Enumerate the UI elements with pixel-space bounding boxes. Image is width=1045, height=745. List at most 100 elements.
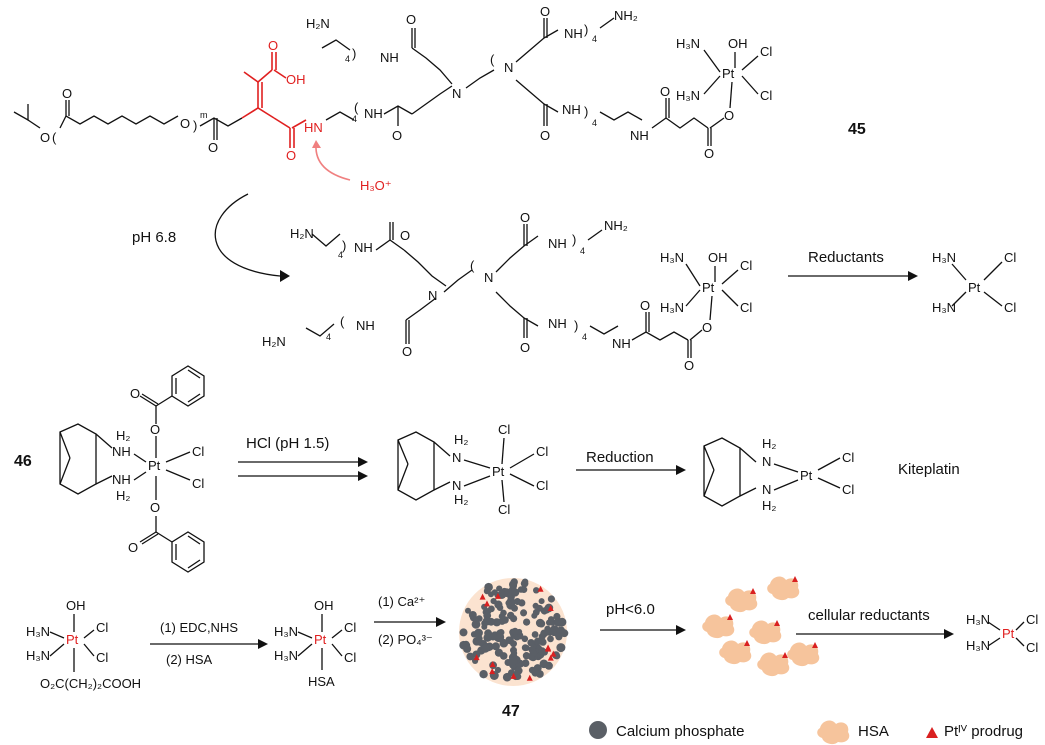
atom-o: O (540, 4, 550, 19)
atom-o: O (660, 84, 670, 99)
hcl-label: HCl (pH 1.5) (246, 435, 329, 452)
ph-acid-label: pH<6.0 (606, 601, 655, 618)
reductants-arrow-head (908, 271, 918, 281)
atom-hn: NH (562, 102, 581, 117)
edc-arrow-head (258, 639, 268, 649)
repeat-4: 4 (592, 118, 597, 128)
cisplatin-structure-2: H₃N H₃N Pt Cl Cl (966, 612, 1038, 655)
atom-hn: NH (380, 50, 399, 65)
calcium-phosphate-sphere (468, 611, 477, 619)
atom-n: N (484, 270, 493, 285)
bracket-close: ) (584, 22, 588, 37)
bracket-close: ) (352, 46, 356, 61)
calcium-phosphate-sphere (471, 619, 481, 629)
repeat-4: 4 (326, 332, 331, 342)
calcium-phosphate-sphere (474, 628, 483, 637)
calcium-phosphate-sphere (547, 635, 554, 643)
bracket-open: ( (470, 258, 475, 273)
atom-nh: NH (112, 472, 131, 487)
atom-h3n: H₃N (966, 638, 990, 653)
atom-cl: Cl (498, 422, 510, 437)
cisplatin-structure-1: H₃N H₃N Pt Cl Cl (932, 250, 1016, 315)
atom-hn: NH (354, 240, 373, 255)
calcium-phosphate-sphere (488, 591, 494, 598)
hsa-step-label: (2) HSA (166, 652, 213, 667)
prodrug-marker (547, 654, 554, 661)
atom-h3n: H₃N (26, 648, 50, 663)
ph-curved-arrow (214, 193, 281, 277)
atom-nh: NH (112, 444, 131, 459)
calcium-phosphate-sphere (535, 618, 545, 628)
released-hsa-prodrug (702, 576, 820, 677)
atom-h2: H₂ (762, 436, 776, 451)
calcium-phosphate-sphere (534, 637, 542, 645)
atom-o: O (392, 128, 402, 143)
atom-cl: Cl (1004, 300, 1016, 315)
repeat-m: m (200, 110, 208, 120)
atom-o: O (400, 228, 410, 243)
kiteplatin-label: Kiteplatin (898, 461, 960, 478)
calcium-phosphate-sphere (532, 602, 539, 610)
calcium-phosphate-sphere (531, 631, 539, 638)
atom-o: O (724, 108, 734, 123)
repeat-4: 4 (345, 54, 350, 64)
calcium-phosphate-sphere (540, 649, 547, 656)
calcium-phosphate-sphere (465, 607, 471, 614)
calcium-phosphate-sphere (499, 652, 508, 660)
bracket-open: ( (52, 130, 57, 145)
atom-cl: Cl (96, 650, 108, 665)
atom-o: O (208, 140, 218, 155)
calcium-phosphate-sphere (523, 618, 531, 626)
attack-arrow-head (312, 140, 321, 148)
atom-h2: H₂ (454, 492, 468, 507)
atom-h2: H₂ (116, 488, 130, 503)
bracket-close: ) (584, 104, 588, 119)
atom-pt: Pt (492, 464, 505, 479)
calcium-phosphate-sphere (459, 628, 468, 637)
atom-hn: NH (548, 236, 567, 251)
hcl-arrow-head-2 (358, 471, 368, 481)
attack-arrow (315, 144, 351, 181)
atom-n: N (762, 482, 771, 497)
atom-o: O (62, 86, 72, 101)
calcium-phosphate-sphere (518, 599, 526, 607)
atom-h2n: H₂N (290, 226, 314, 241)
reduction-label: Reduction (586, 449, 654, 466)
compound-label-47: 47 (502, 703, 520, 720)
compound-label-45: 45 (848, 121, 866, 138)
bracket-open: ( (354, 100, 359, 115)
prodrug-marker (782, 652, 788, 658)
atom-o: O (520, 340, 530, 355)
atom-pt: Pt (1002, 626, 1015, 641)
atom-nh2: NH₂ (614, 8, 638, 23)
hcl-arrow-head (358, 457, 368, 467)
atom-cl: Cl (1026, 612, 1038, 627)
bracket-close: ) (574, 318, 578, 333)
atom-h3n: H₃N (660, 300, 684, 315)
atom-pt: Pt (968, 280, 981, 295)
calcium-phosphate-sphere (547, 595, 556, 603)
atom-cl: Cl (192, 444, 204, 459)
calcium-phosphate-sphere (508, 580, 518, 589)
atom-nh: NH (612, 336, 631, 351)
prodrug-marker (483, 600, 490, 607)
calcium-phosphate-sphere (462, 640, 470, 648)
calcium-phosphate-sphere (553, 652, 561, 660)
prodrug-marker (727, 614, 733, 620)
calcium-phosphate-sphere (494, 600, 503, 609)
atom-n: N (452, 450, 461, 465)
calcium-phosphate-sphere (483, 633, 492, 642)
calcium-phosphate-sphere (514, 666, 523, 675)
calcium-phosphate-sphere (511, 627, 519, 635)
ph-acid-arrow-head (676, 625, 686, 635)
atom-nh2: NH₂ (604, 218, 628, 233)
atom-o: O (704, 146, 714, 161)
calcium-phosphate-sphere (517, 586, 525, 593)
atom-o: O (684, 358, 694, 373)
atom-h3n: H₃N (26, 624, 50, 639)
cleaved-dendrimer-structure: H₂N ) 4 NH O N O NH ( 4 H₂N ( N O NH ) 4… (262, 210, 752, 373)
atom-hn: NH (548, 316, 567, 331)
ptiv-tetrachloride-structure: H₂ N N H₂ Pt Cl Cl Cl Cl (397, 422, 548, 517)
reduction-arrow-head (676, 465, 686, 475)
bracket-open: ( (490, 52, 495, 67)
